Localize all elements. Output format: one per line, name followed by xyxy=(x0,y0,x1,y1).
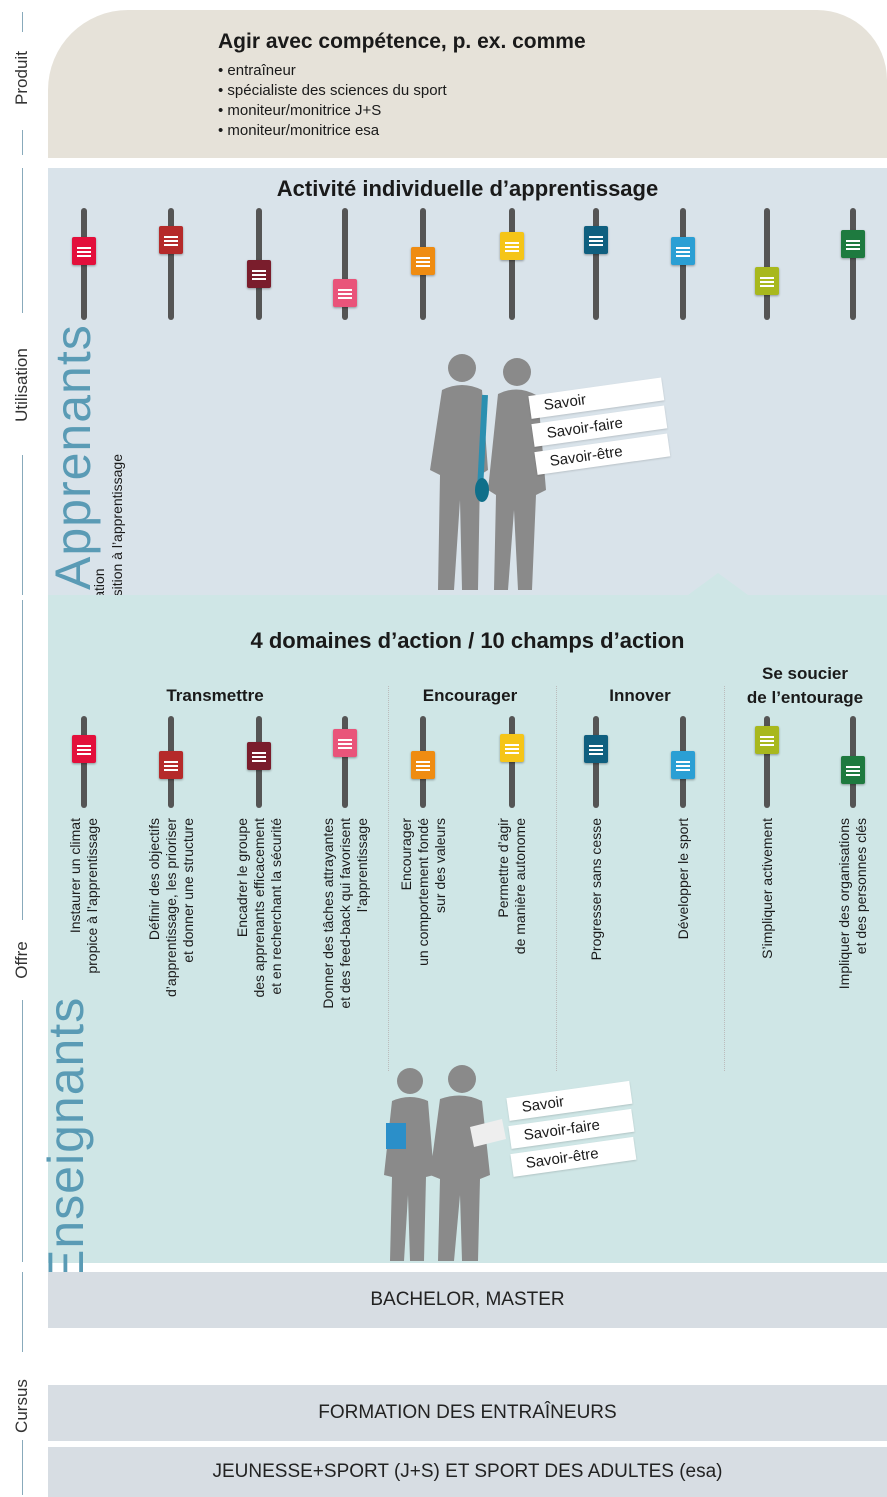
axis-utilisation-line xyxy=(22,168,23,313)
action-slider-knob[interactable] xyxy=(333,728,357,757)
produit-list: • entraîneur • spécialiste des sciences … xyxy=(218,61,447,141)
learning-slider-track xyxy=(850,208,856,320)
group-divider xyxy=(556,686,557,1071)
action-field-label: Encourager un comportement fondé sur des… xyxy=(397,818,448,966)
action-slider-knob[interactable] xyxy=(584,735,608,764)
mountain-separator xyxy=(48,573,887,628)
learning-slider-knob[interactable] xyxy=(755,266,779,295)
action-field-label: Développer le sport xyxy=(674,818,691,940)
axis-produit-line xyxy=(22,12,23,32)
learning-slider-knob[interactable] xyxy=(247,260,271,289)
action-field-label: Donner des tâches attrayantes et des fee… xyxy=(319,818,370,1009)
utilisation-title: Activité individuelle d’apprentissage xyxy=(276,176,659,201)
action-slider-knob[interactable] xyxy=(755,725,779,754)
learning-slider-track xyxy=(342,208,348,320)
action-field-label: Impliquer des organisations et des perso… xyxy=(836,818,869,990)
offre-title: 4 domaines d’action / 10 champs d’action xyxy=(250,628,685,653)
axis-utilisation-line-lower xyxy=(22,455,23,595)
axis-cursus-line xyxy=(22,1272,23,1352)
cursus-jeunesse-sport: JEUNESSE+SPORT (J+S) ET SPORT DES ADULTE… xyxy=(48,1447,887,1497)
action-slider-knob[interactable] xyxy=(72,735,96,764)
action-field-label: S’impliquer activement xyxy=(758,818,775,959)
group-divider xyxy=(724,686,725,1071)
action-slider-track xyxy=(764,716,770,808)
learning-slider-knob[interactable] xyxy=(333,279,357,308)
action-slider-track xyxy=(342,716,348,808)
group-encourager: Encourager xyxy=(422,686,518,705)
cursus-formation-entraineurs: FORMATION DES ENTRAÎNEURS xyxy=(48,1385,887,1441)
produit-item: • moniteur/monitrice J+S xyxy=(218,102,382,119)
produit-zone xyxy=(48,10,887,158)
action-slider-knob[interactable] xyxy=(841,755,865,784)
axis-offre-line-lower xyxy=(22,1000,23,1262)
learning-slider-knob[interactable] xyxy=(500,231,524,260)
group-se-soucier: Se soucier de l’entourage xyxy=(746,664,864,707)
enseignants-word: Enseignants xyxy=(38,996,94,1283)
learning-slider-track xyxy=(593,208,599,320)
produit-item: • spécialiste des sciences du sport xyxy=(218,82,447,99)
produit-item: • moniteur/monitrice esa xyxy=(218,122,380,139)
action-slider-knob[interactable] xyxy=(500,733,524,762)
group-divider xyxy=(388,686,389,1071)
action-slider-knob[interactable] xyxy=(159,751,183,780)
learners-silhouette xyxy=(430,354,546,590)
action-field-label: Encadrer le groupe des apprenants effica… xyxy=(233,818,284,998)
cursus-bachelor-master: BACHELOR, MASTER xyxy=(48,1272,887,1328)
learning-slider-track xyxy=(168,208,174,320)
action-field-label: Permettre d’agir de manière autonome xyxy=(495,818,528,955)
learning-slider-knob[interactable] xyxy=(671,237,695,266)
apprenants-notes: • Motivation • Disposition à l’apprentis… xyxy=(91,330,156,641)
learning-slider-knob[interactable] xyxy=(584,226,608,255)
axis-produit-line-lower xyxy=(22,130,23,155)
action-slider-knob[interactable] xyxy=(247,741,271,770)
learning-slider-knob[interactable] xyxy=(841,229,865,258)
produit-item: • entraîneur xyxy=(218,62,296,79)
side-label-cursus: Cursus xyxy=(12,1379,31,1433)
action-field-label: Progresser sans cesse xyxy=(587,818,604,961)
action-slider-track xyxy=(509,716,515,808)
side-label-offre: Offre xyxy=(12,941,31,979)
group-innover: Innover xyxy=(609,686,671,705)
side-label-produit: Produit xyxy=(12,51,31,105)
action-field-label: Définir des objectifs d’apprentissage, l… xyxy=(145,818,196,997)
axis-offre-line xyxy=(22,600,23,920)
produit-title: Agir avec compétence, p. ex. comme xyxy=(218,30,586,53)
learning-slider-track xyxy=(764,208,770,320)
learning-slider-knob[interactable] xyxy=(159,226,183,255)
learning-slider-track xyxy=(509,208,515,320)
learning-slider-knob[interactable] xyxy=(411,246,435,275)
group-transmettre: Transmettre xyxy=(166,686,264,705)
side-label-utilisation: Utilisation xyxy=(12,348,31,422)
learning-slider-knob[interactable] xyxy=(72,237,96,266)
teachers-silhouette xyxy=(384,1065,506,1261)
action-slider-knob[interactable] xyxy=(671,751,695,780)
axis-cursus-line-lower xyxy=(22,1440,23,1495)
action-slider-knob[interactable] xyxy=(411,751,435,780)
